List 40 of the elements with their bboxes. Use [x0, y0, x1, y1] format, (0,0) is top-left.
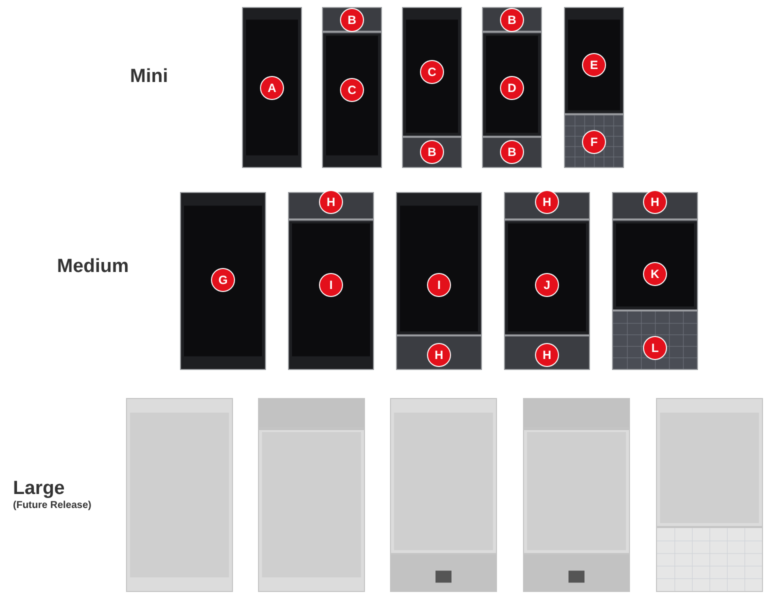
phone-drawing	[258, 398, 365, 592]
phone-drawing	[126, 398, 233, 592]
module-marker: C	[421, 61, 443, 83]
module-marker: I	[428, 274, 450, 296]
row-label: Medium	[57, 256, 129, 278]
module-marker: J	[536, 274, 558, 296]
phone-drawing	[656, 398, 763, 592]
module-marker: A	[261, 77, 283, 99]
module-marker: B	[341, 9, 363, 31]
phone-drawing	[288, 192, 374, 370]
module-marker: H	[428, 344, 450, 366]
module-marker: H	[320, 191, 342, 213]
phone-drawing	[612, 192, 698, 370]
module-marker: B	[421, 141, 443, 163]
module-marker: I	[320, 274, 342, 296]
note-text: (Future Release)	[13, 500, 92, 511]
row-label: Large	[13, 478, 65, 500]
module-marker: C	[341, 79, 363, 101]
phone-drawing	[322, 7, 382, 168]
module-marker: H	[644, 191, 666, 213]
phone-drawing	[564, 7, 624, 168]
phone-drawing	[242, 7, 302, 168]
module-marker: G	[212, 269, 234, 291]
phone-drawing	[482, 7, 542, 168]
module-marker: L	[644, 337, 666, 359]
phone-drawing	[402, 7, 462, 168]
phone-drawing	[396, 192, 482, 370]
phone-drawing	[390, 398, 497, 592]
module-marker: F	[583, 131, 605, 153]
module-marker: D	[501, 77, 523, 99]
module-marker: H	[536, 191, 558, 213]
module-marker: K	[644, 263, 666, 285]
module-marker: E	[583, 54, 605, 76]
phone-drawing	[523, 398, 630, 592]
module-marker: H	[536, 344, 558, 366]
module-marker: B	[501, 141, 523, 163]
phone-drawing	[504, 192, 590, 370]
phone-drawing	[180, 192, 266, 370]
module-marker: B	[501, 9, 523, 31]
row-label: Mini	[130, 66, 168, 88]
